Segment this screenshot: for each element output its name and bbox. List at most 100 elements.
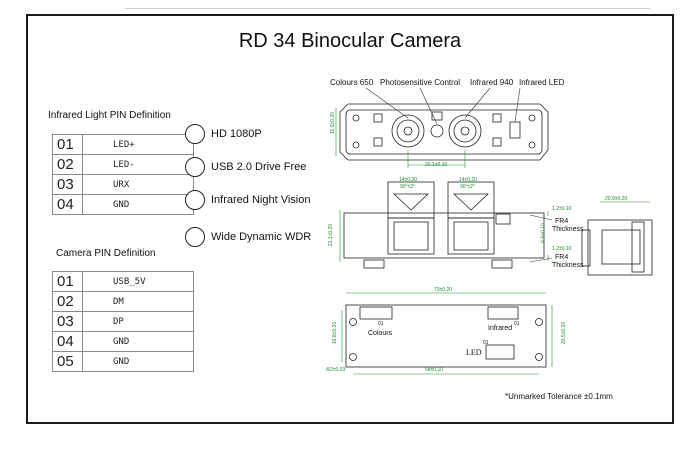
screw-hole: [535, 318, 543, 326]
screw-hole: [349, 353, 357, 361]
dim-angle-right: 90°±2°: [460, 184, 476, 190]
component-pad: [492, 137, 502, 147]
component-pad: [431, 111, 443, 121]
colours-connector: [359, 306, 393, 320]
screw-hole: [528, 141, 536, 149]
pin-number: 05: [52, 351, 83, 372]
label-colours-650: Colours 650: [330, 78, 374, 87]
fov-cone-right: [452, 193, 490, 211]
lens-right-core: [460, 126, 470, 136]
connector: [363, 259, 385, 269]
side-lens-housing-left: [387, 217, 435, 255]
infrared-pin-heading: Infrared Light PIN Definition: [48, 110, 171, 121]
dim-board-length: 73±0.20: [434, 287, 453, 293]
lens-right-outer: [448, 114, 482, 148]
screw-hole: [349, 318, 357, 326]
feature-infrared-night-vision: Infrared Night Vision: [185, 190, 310, 210]
dim-thickness-bottom: 1.2±0.10: [552, 246, 572, 252]
bottom-view-board: [345, 304, 547, 368]
front-view-board: [339, 103, 549, 161]
screw-hole: [535, 353, 543, 361]
label-fr4-top: FR4: [555, 218, 569, 225]
leader-line: [514, 87, 521, 123]
side-lens-housing-right: [447, 217, 495, 255]
connector-small: [495, 213, 511, 225]
label-infrared-940: Infrared 940: [470, 78, 514, 87]
end-view-front: [631, 221, 645, 273]
front-view-inner: [345, 109, 543, 155]
lens-right-inner: [453, 119, 477, 143]
lens-left-core: [403, 126, 413, 136]
label-pin-01: 01: [378, 321, 384, 327]
dim-board-height-right: 20.5±0.20: [561, 321, 568, 345]
label-pin-01: 01: [483, 340, 489, 346]
feature-hd-1080p: HD 1080P: [185, 124, 262, 144]
end-view-lens: [601, 229, 641, 265]
feature-label: Infrared Night Vision: [211, 194, 311, 206]
label-pin-01: 01: [514, 321, 520, 327]
dim-fov-right: 14±0.20: [459, 177, 478, 183]
feature-label: HD 1080P: [211, 128, 262, 140]
label-infrared: Infrared: [488, 325, 513, 332]
dim-side-small: 6.6±0.10: [540, 223, 547, 243]
dim-hole-span: 68±0.10: [425, 367, 444, 373]
bullet-circle-icon: [185, 157, 205, 177]
label-fr4-top-thickness: Thickness: [552, 226, 584, 233]
leader-line: [529, 214, 553, 221]
camera-pin-heading: Camera PIN Definition: [56, 248, 156, 259]
dim-width-center: 20.1±0.10: [425, 162, 448, 168]
feature-usb-drive-free: USB 2.0 Drive Free: [185, 157, 306, 177]
feature-label: Wide Dynamic WDR: [211, 231, 312, 243]
bullet-circle-icon: [185, 124, 205, 144]
dim-fov-left: 14±0.20: [399, 177, 418, 183]
lens-barrel-right: [447, 181, 495, 219]
lens-left-outer: [391, 114, 425, 148]
screw-hole: [352, 114, 360, 122]
dim-angle-left: 90°±2°: [400, 184, 416, 190]
fov-cone-left: [392, 193, 430, 211]
side-lens-left: [393, 221, 429, 251]
component-pad: [373, 113, 383, 123]
side-view-board: [343, 212, 545, 259]
feature-wide-dynamic-wdr: Wide Dynamic WDR: [185, 227, 311, 247]
pin-signal: GND: [82, 351, 194, 372]
component-pad: [509, 121, 521, 139]
pin-signal: GND: [82, 194, 194, 215]
top-divider: [125, 8, 650, 9]
component-pad: [373, 137, 383, 147]
label-fr4-bottom-thickness: Thickness: [552, 262, 584, 269]
page-title: RD 34 Binocular Camera: [238, 30, 462, 52]
side-lens-right: [453, 221, 489, 251]
dim-thickness-top: 1.2±0.10: [552, 206, 572, 212]
label-colours: Colours: [368, 330, 393, 337]
dim-height-front: 11.6±0.20: [329, 112, 336, 134]
label-infrared-led: Infrared LED: [519, 78, 565, 87]
dim-hole-diameter: Φ2±0.03: [326, 367, 346, 373]
dim-board-height-left: 16.8±0.20: [332, 321, 339, 345]
led-connector: [485, 344, 515, 360]
dim-side-height: 21.1±0.20: [328, 223, 335, 247]
component-pad: [492, 113, 502, 123]
photosensor: [430, 124, 444, 138]
screw-hole: [528, 114, 536, 122]
label-fr4-bottom: FR4: [555, 254, 569, 261]
lens-left-inner: [396, 119, 420, 143]
connector: [491, 259, 513, 269]
end-view-bracket: [581, 229, 591, 267]
dim-depth: 20.9±0.20: [605, 196, 628, 202]
label-led: LED: [466, 348, 482, 357]
feature-label: USB 2.0 Drive Free: [211, 161, 307, 173]
screw-hole: [352, 141, 360, 149]
lens-barrel-left: [387, 181, 435, 219]
end-view-body: [587, 219, 653, 276]
bullet-circle-icon: [185, 190, 205, 210]
